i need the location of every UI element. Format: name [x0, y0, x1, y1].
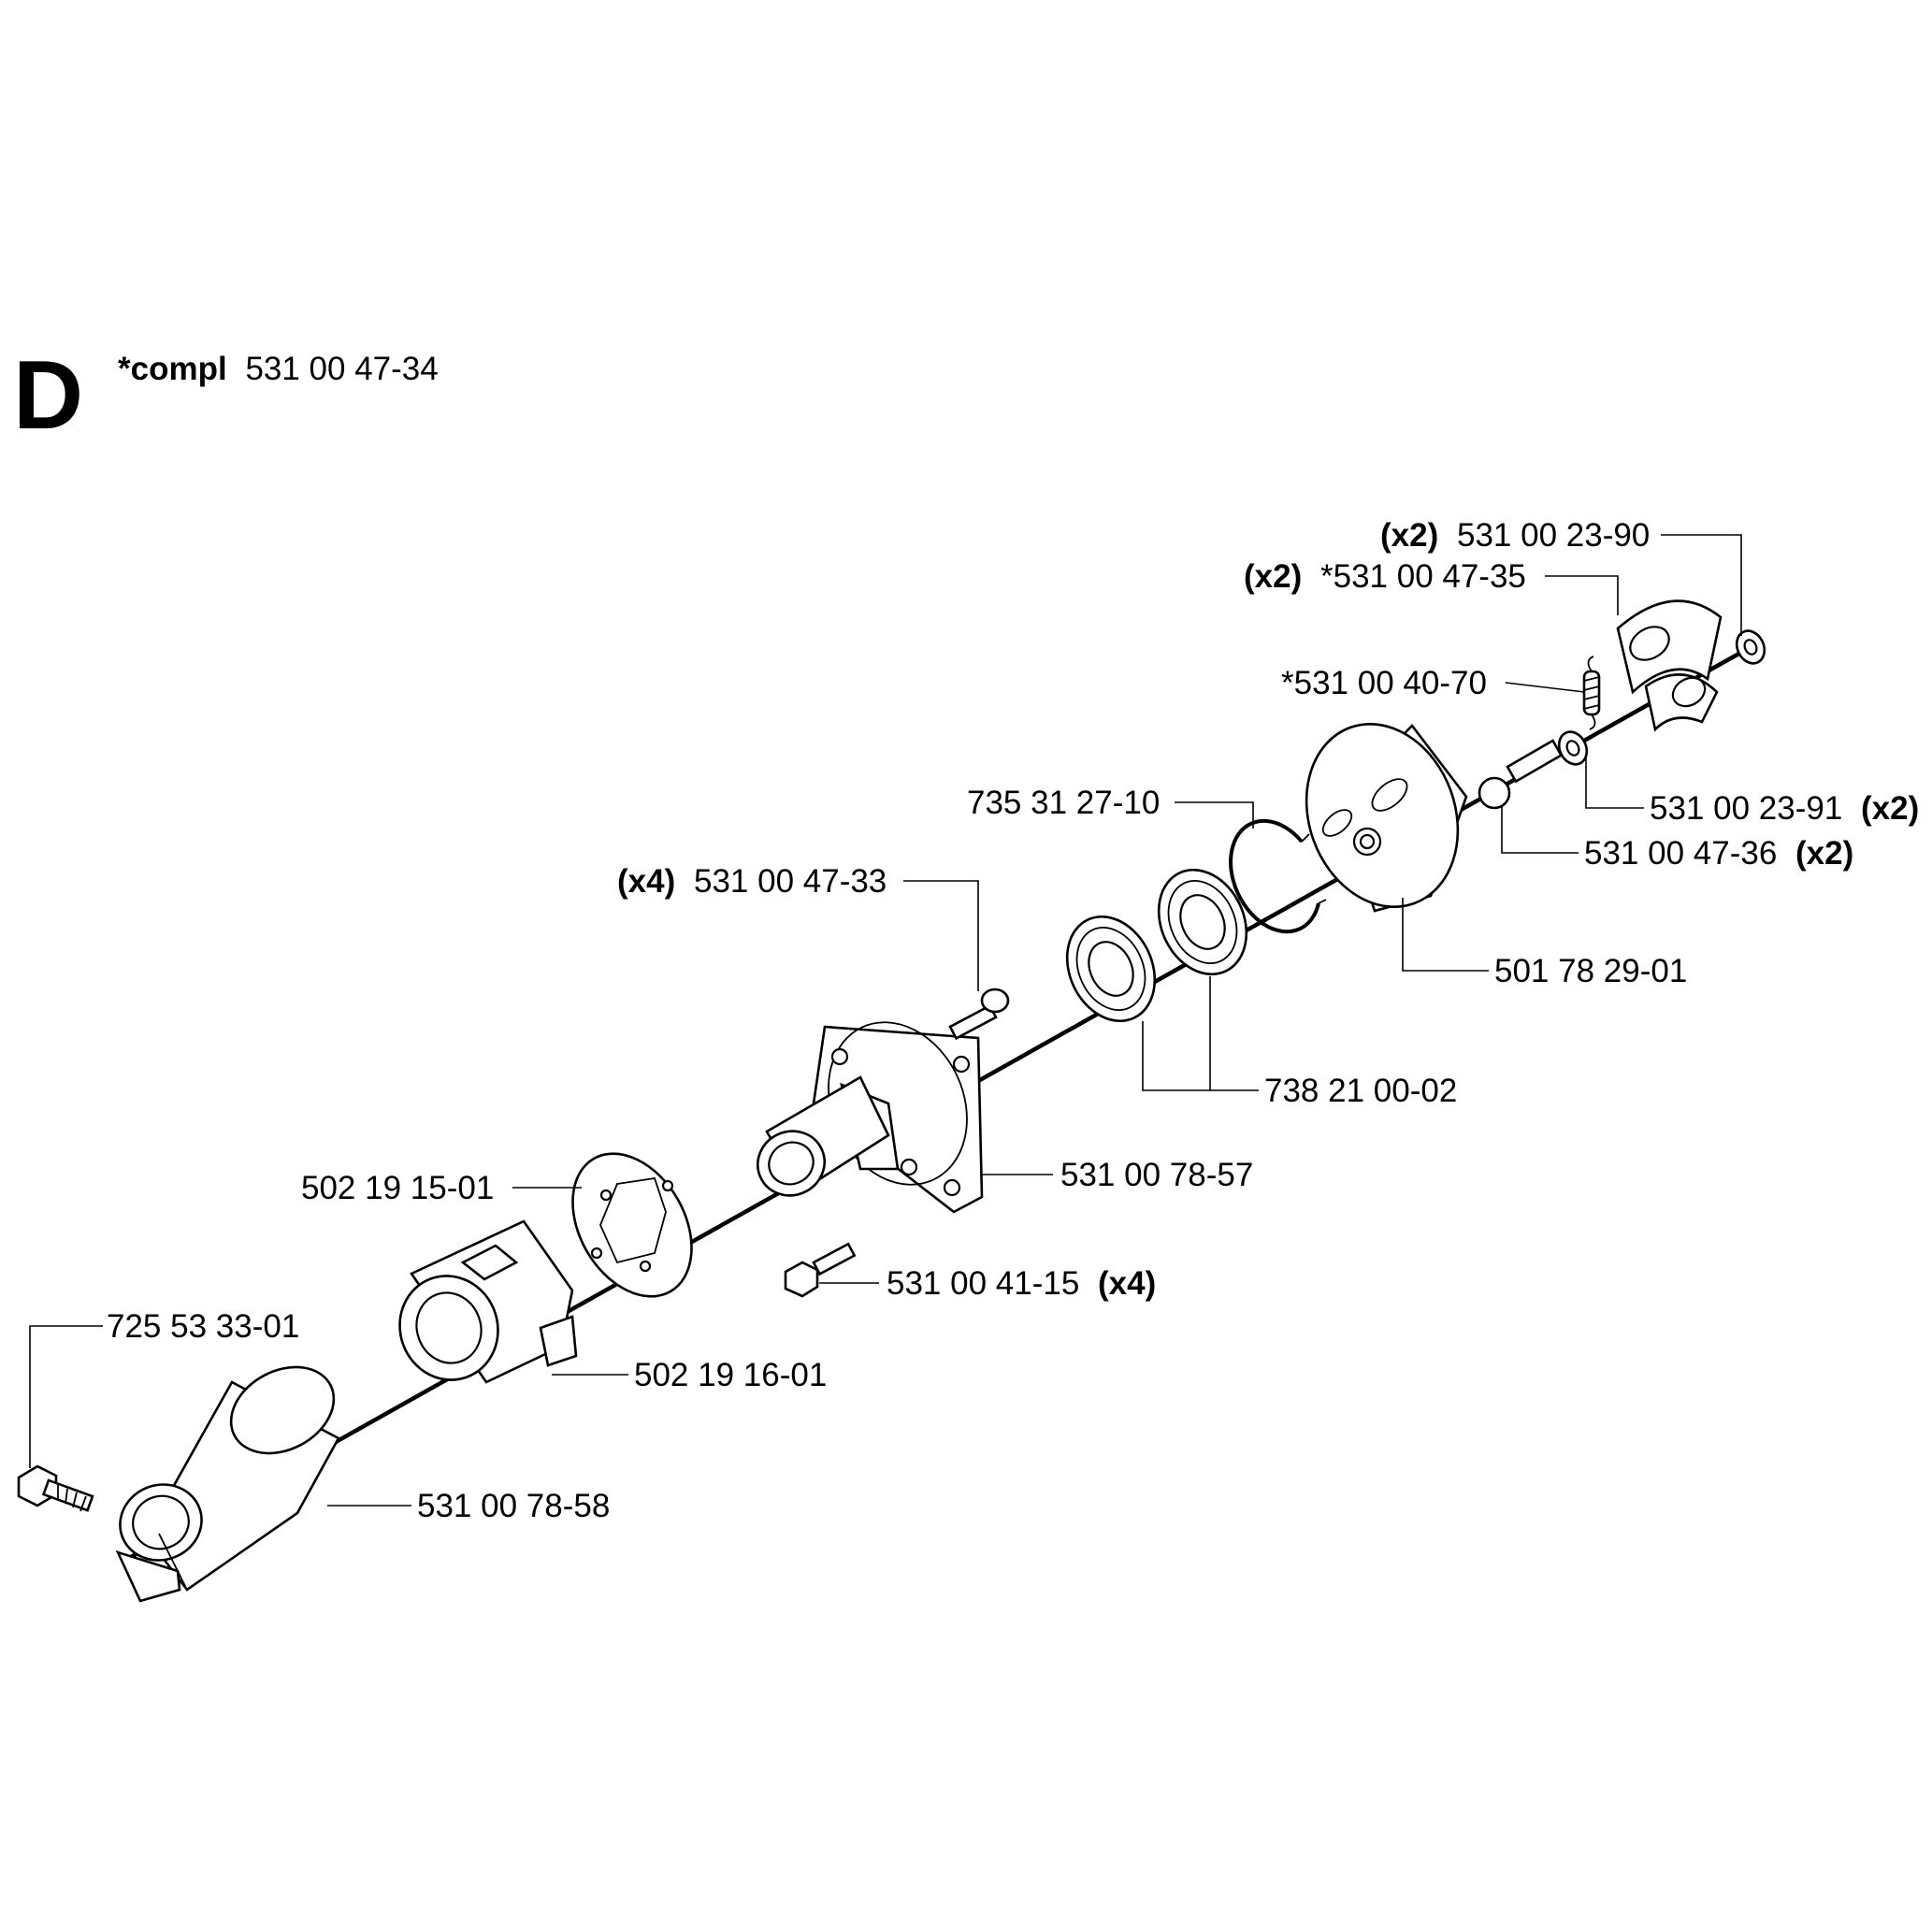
callout-clutch-shoe-qty: (x2) [1244, 558, 1302, 595]
callout-clutch-shoe: (x2) *531 00 47-35 [1244, 558, 1526, 595]
callout-circlip-number: 735 31 27-10 [967, 785, 1160, 821]
callout-tube-clamp-number: 502 19 16-01 [634, 1357, 827, 1393]
flange-screw-part [948, 988, 1010, 1041]
callout-clutch-drum-number: 501 78 29-01 [1494, 953, 1687, 989]
callout-clutch-drum: 501 78 29-01 [1494, 953, 1687, 989]
callout-spring-number: *531 00 40-70 [1281, 665, 1487, 701]
leader-lines [29, 534, 1742, 1507]
callout-washer-top-qty: (x2) [1380, 517, 1438, 554]
callout-washer-top: (x2) 531 00 23-90 [1380, 517, 1650, 554]
callout-spring: *531 00 40-70 [1281, 665, 1487, 701]
cone-housing-part [115, 1365, 340, 1603]
callout-shoe-bolt-number: 531 00 47-36 [1584, 835, 1777, 872]
callout-cone-housing-number: 531 00 78-58 [417, 1488, 610, 1524]
callout-clutch-shoe-number: *531 00 47-35 [1320, 558, 1526, 595]
clutch-drum-part [1305, 723, 1468, 913]
callout-flange-screw-number: 531 00 47-33 [694, 863, 887, 900]
circlip-part [1229, 818, 1327, 934]
clutch-shoe-part [1616, 599, 1723, 732]
washer-small-part [1557, 730, 1589, 766]
clutch-housing-part [757, 1021, 984, 1214]
callout-clutch-housing: 531 00 78-57 [1060, 1157, 1253, 1193]
callout-damper: 502 19 15-01 [301, 1170, 494, 1206]
compl-prefix: *compl [118, 351, 227, 387]
spring-part [1582, 656, 1601, 730]
shoe-bolt-part [1478, 739, 1564, 810]
callout-washer-small-qty: (x2) [1861, 790, 1919, 827]
callout-housing-screw-qty: (x4) [1098, 1265, 1156, 1302]
callout-clamp-screw: 725 53 33-01 [107, 1308, 299, 1345]
callout-flange-screw-qty: (x4) [617, 863, 675, 900]
bearing-part-2 [1157, 868, 1248, 976]
section-letter: D [13, 341, 83, 450]
clamp-screw-part [17, 1464, 94, 1512]
assembly-label: *compl 531 00 47-34 [118, 351, 439, 387]
bearing-part-1 [1065, 915, 1157, 1023]
callout-bearing: 738 21 00-02 [1264, 1073, 1457, 1109]
housing-screw-part [784, 1242, 857, 1298]
callout-clamp-screw-number: 725 53 33-01 [107, 1308, 299, 1345]
callout-cone-housing: 531 00 78-58 [417, 1488, 610, 1524]
callout-damper-number: 502 19 15-01 [301, 1170, 494, 1206]
callout-flange-screw: (x4) 531 00 47-33 [617, 863, 887, 900]
callout-clutch-housing-number: 531 00 78-57 [1060, 1157, 1253, 1193]
callout-circlip: 735 31 27-10 [967, 785, 1160, 821]
callout-washer-top-number: 531 00 23-90 [1457, 517, 1650, 554]
callout-housing-screw-number: 531 00 41-15 [887, 1265, 1079, 1302]
compl-number: 531 00 47-34 [245, 351, 438, 387]
callout-washer-small-number: 531 00 23-91 [1650, 790, 1842, 827]
callout-shoe-bolt-qty: (x2) [1795, 835, 1853, 872]
callout-shoe-bolt: 531 00 47-36 (x2) [1584, 835, 1853, 872]
damper-part [571, 1152, 693, 1298]
callout-bearing-number: 738 21 00-02 [1264, 1073, 1457, 1109]
callout-housing-screw: 531 00 41-15 (x4) [887, 1265, 1156, 1302]
callout-tube-clamp: 502 19 16-01 [634, 1357, 827, 1393]
callout-washer-small: 531 00 23-91 (x2) [1650, 790, 1919, 827]
washer-top-part [1735, 629, 1766, 665]
tube-clamp-part [398, 1219, 578, 1384]
